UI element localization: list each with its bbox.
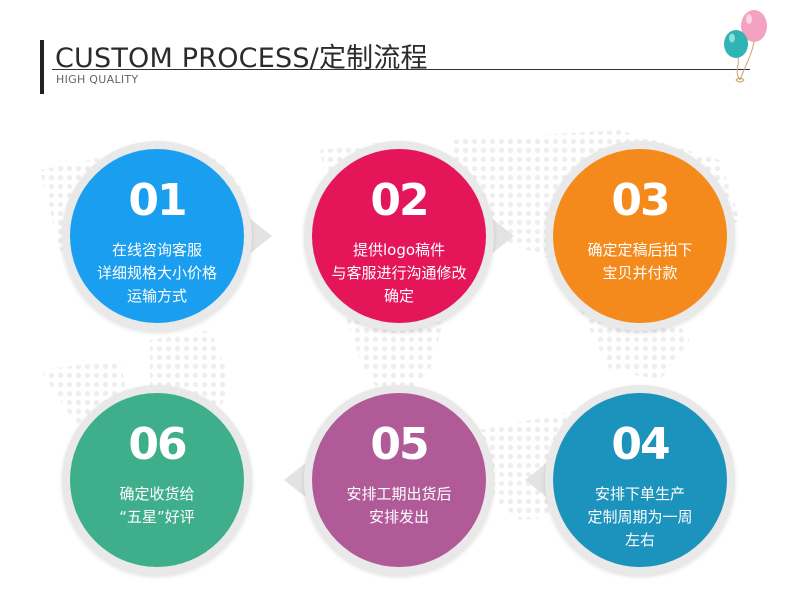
step-line: 宝贝并付款 (602, 264, 678, 282)
step-04: 04 安排下单生产 定制周期为一周 左右 (525, 385, 735, 575)
step-line: 左右 (624, 531, 655, 549)
step-description: 在线咨询客服 详细规格大小价格 运输方式 (74, 239, 240, 308)
header-accent-bar (40, 40, 44, 94)
step-number: 03 (611, 175, 670, 226)
step-line: 在线咨询客服 (111, 241, 202, 259)
step-03: 03 确定定稿后拍下 宝贝并付款 (545, 141, 735, 331)
step-description: 安排工期出货后 安排发出 (316, 483, 482, 529)
step-line: “五星”好评 (119, 508, 195, 526)
step-description: 确定定稿后拍下 宝贝并付款 (557, 239, 723, 285)
step-06: 06 确定收货给 “五星”好评 (62, 385, 252, 575)
step-line: 确定收货给 (119, 485, 195, 503)
step-number: 02 (370, 175, 429, 226)
step-02-disc: 02 提供logo稿件 与客服进行沟通修改 确定 (312, 149, 486, 323)
step-04-disc: 04 安排下单生产 定制周期为一周 左右 (553, 393, 727, 567)
page-title: CUSTOM PROCESS/定制流程 (55, 43, 428, 74)
header-divider (52, 69, 750, 70)
step-06-disc: 06 确定收货给 “五星”好评 (70, 393, 244, 567)
step-line: 定制周期为一周 (587, 508, 693, 526)
step-02-arrow (490, 217, 514, 255)
step-01: 01 在线咨询客服 详细规格大小价格 运输方式 (62, 141, 272, 331)
step-number: 04 (611, 419, 670, 470)
step-01-arrow (248, 217, 272, 255)
step-description: 安排下单生产 定制周期为一周 左右 (557, 483, 723, 552)
step-line: 确定定稿后拍下 (587, 241, 693, 259)
page-subtitle: HIGH QUALITY (56, 73, 139, 86)
step-number: 05 (370, 419, 429, 470)
step-line: 详细规格大小价格 (96, 264, 217, 282)
step-description: 提供logo稿件 与客服进行沟通修改 确定 (316, 239, 482, 308)
step-02: 02 提供logo稿件 与客服进行沟通修改 确定 (304, 141, 514, 331)
step-01-disc: 01 在线咨询客服 详细规格大小价格 运输方式 (70, 149, 244, 323)
step-description: 确定收货给 “五星”好评 (74, 483, 240, 529)
step-05-disc: 05 安排工期出货后 安排发出 (312, 393, 486, 567)
step-line: 运输方式 (126, 287, 187, 305)
step-line: 确定 (383, 287, 414, 305)
step-05: 05 安排工期出货后 安排发出 (284, 385, 494, 575)
step-number: 01 (128, 175, 187, 226)
step-03-disc: 03 确定定稿后拍下 宝贝并付款 (553, 149, 727, 323)
step-line: 安排发出 (368, 508, 429, 526)
step-line: 提供logo稿件 (352, 241, 446, 259)
step-line: 与客服进行沟通修改 (331, 264, 467, 282)
step-line: 安排工期出货后 (346, 485, 452, 503)
step-line: 安排下单生产 (594, 485, 685, 503)
balloons-icon (724, 10, 767, 83)
step-number: 06 (128, 419, 187, 470)
